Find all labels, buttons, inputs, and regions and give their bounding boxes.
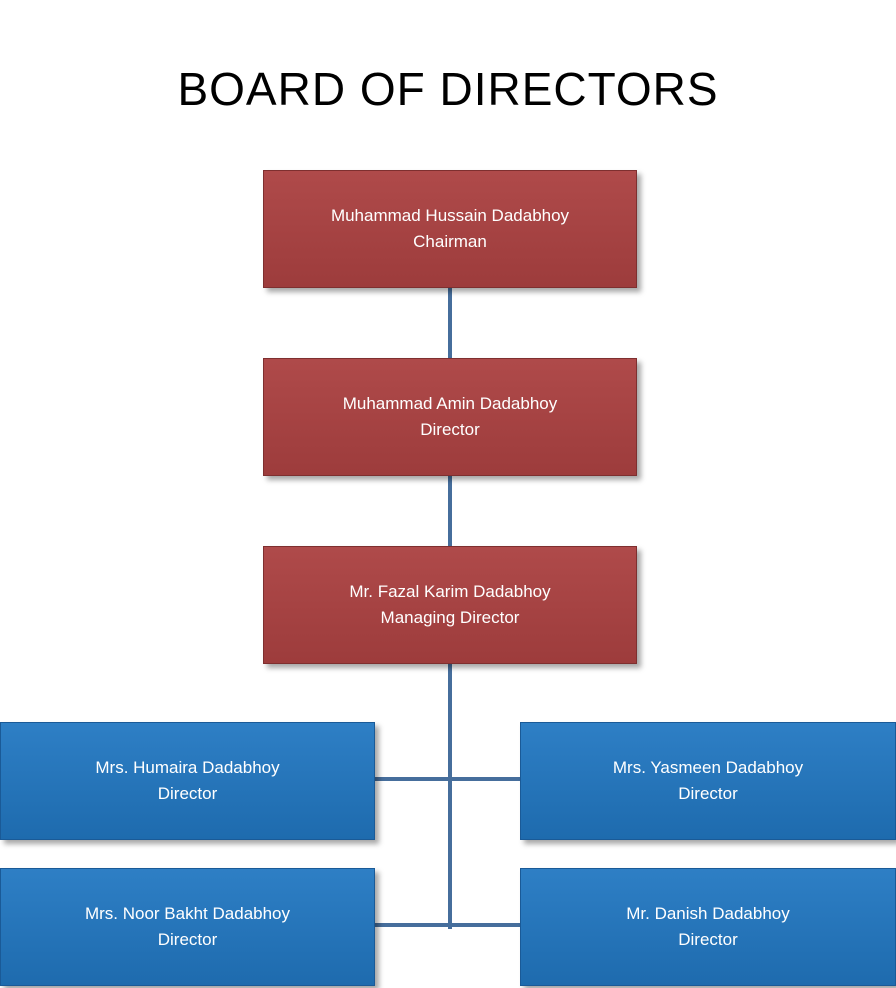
person-role: Director <box>157 930 218 949</box>
person-name: Mrs. Humaira Dadabhoy <box>95 758 280 777</box>
node-chairman: Muhammad Hussain Dadabhoy Chairman <box>263 170 637 288</box>
person-name: Mr. Danish Dadabhoy <box>626 904 790 923</box>
person-role: Managing Director <box>380 608 520 627</box>
person-name: Mr. Fazal Karim Dadabhoy <box>349 582 551 601</box>
page-title: BOARD OF DIRECTORS <box>177 63 719 115</box>
connector-line-row1 <box>373 777 523 781</box>
node-director-humaira: Mrs. Humaira Dadabhoy Director <box>0 722 375 840</box>
node-managing-director: Mr. Fazal Karim Dadabhoy Managing Direct… <box>263 546 637 664</box>
person-name: Mrs. Noor Bakht Dadabhoy <box>84 904 291 923</box>
node-director-danish: Mr. Danish Dadabhoy Director <box>520 868 896 986</box>
person-name: Mrs. Yasmeen Dadabhoy <box>612 758 804 777</box>
person-role: Director <box>678 930 738 949</box>
node-director-yasmeen: Mrs. Yasmeen Dadabhoy Director <box>520 722 896 840</box>
person-name: Muhammad Amin Dadabhoy <box>342 394 558 413</box>
person-role: Director <box>420 420 480 439</box>
person-role: Director <box>678 784 738 803</box>
node-director-noor-bakht: Mrs. Noor Bakht Dadabhoy Director <box>0 868 375 986</box>
person-role: Director <box>157 784 218 803</box>
node-director-amin: Muhammad Amin Dadabhoy Director <box>263 358 637 476</box>
person-name: Muhammad Hussain Dadabhoy <box>330 206 570 225</box>
connector-line-row2 <box>373 923 523 927</box>
person-role: Chairman <box>413 232 487 251</box>
